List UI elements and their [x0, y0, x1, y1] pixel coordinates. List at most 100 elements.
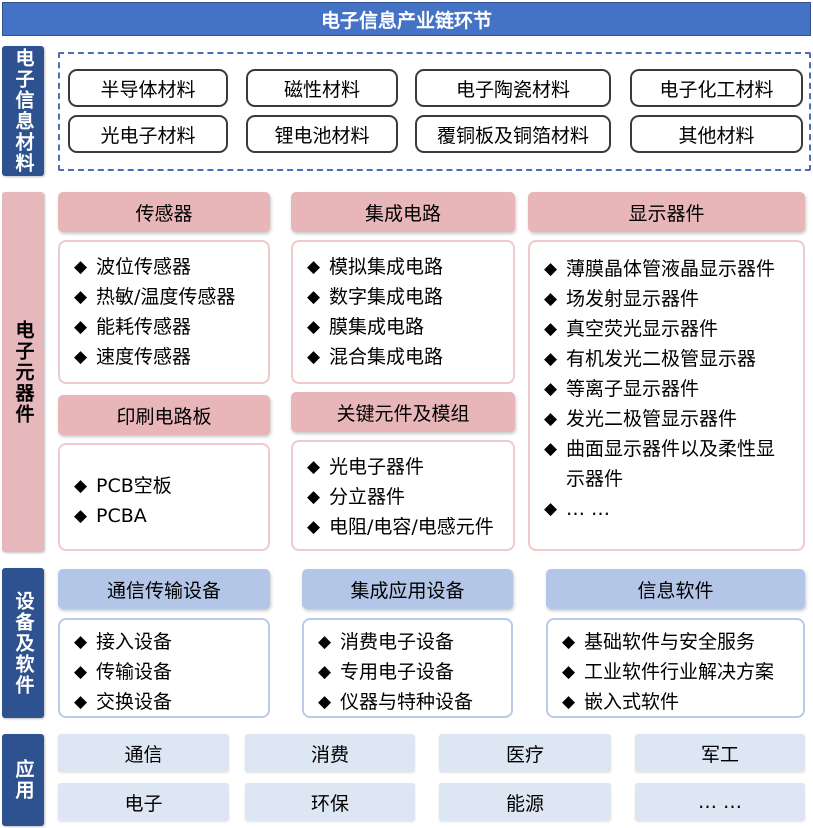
bullet-icon: ◆	[544, 349, 558, 369]
bullet-icon: ◆	[307, 317, 321, 337]
modules-header: 关键元件及模组	[291, 392, 515, 432]
bullet-icon: ◆	[74, 347, 88, 367]
application-item: … …	[635, 783, 805, 821]
list-item: ◆热敏/温度传感器	[74, 282, 268, 312]
list-item: ◆波位传感器	[74, 252, 268, 282]
pcb-header: 印刷电路板	[58, 395, 270, 435]
list-item: ◆速度传感器	[74, 342, 268, 372]
application-item: 医疗	[439, 734, 611, 772]
bullet-icon: ◆	[307, 457, 321, 477]
sensors-header: 传感器	[58, 192, 270, 232]
components-section-label: 电子元器件	[2, 192, 44, 552]
bullet-icon: ◆	[562, 692, 576, 712]
bullet-icon: ◆	[74, 692, 88, 712]
list-item: ◆电阻/电容/电感元件	[307, 512, 513, 542]
materials-frame	[58, 52, 811, 171]
list-item: ◆接入设备	[74, 627, 268, 657]
list-item: ◆工业软件行业解决方案	[562, 657, 803, 687]
bullet-icon: ◆	[307, 517, 321, 537]
bullet-icon: ◆	[562, 632, 576, 652]
comm-equipment-header: 通信传输设备	[58, 569, 270, 609]
bullet-icon: ◆	[544, 259, 558, 279]
list-item: ◆能耗传感器	[74, 312, 268, 342]
bullet-icon: ◆	[74, 476, 88, 496]
list-item: ◆有机发光二极管显示器	[544, 344, 803, 374]
equipment-section-label: 设备及软件	[2, 568, 44, 718]
components-label-text: 电子元器件	[12, 319, 35, 425]
bullet-icon: ◆	[74, 506, 88, 526]
materials-label-text: 电子信息材料	[12, 48, 35, 174]
bullet-icon: ◆	[544, 499, 558, 519]
application-item: 电子	[58, 783, 229, 821]
list-item: ◆混合集成电路	[307, 342, 513, 372]
application-item: 消费	[245, 734, 415, 772]
comm-equipment-list: ◆接入设备 ◆传输设备 ◆交换设备	[58, 618, 270, 718]
material-item: 电子化工材料	[630, 69, 803, 107]
modules-list: ◆光电子器件 ◆分立器件 ◆电阻/电容/电感元件	[291, 440, 515, 551]
bullet-icon: ◆	[74, 317, 88, 337]
pcb-list: ◆PCB空板 ◆PCBA	[58, 443, 270, 551]
sensors-list: ◆波位传感器 ◆热敏/温度传感器 ◆能耗传感器 ◆速度传感器	[58, 240, 270, 384]
list-item: ◆PCB空板	[74, 471, 268, 501]
material-item: 光电子材料	[68, 115, 228, 153]
applications-section-label: 应用	[2, 734, 44, 826]
application-item: 环保	[245, 783, 415, 821]
software-header: 信息软件	[546, 569, 805, 609]
material-item: 其他材料	[630, 115, 803, 153]
list-item: ◆数字集成电路	[307, 282, 513, 312]
diagram-title: 电子信息产业链环节	[2, 2, 811, 36]
bullet-icon: ◆	[74, 287, 88, 307]
material-item: 电子陶瓷材料	[415, 69, 611, 107]
app-equipment-list: ◆消费电子设备 ◆专用电子设备 ◆仪器与特种设备	[302, 618, 513, 718]
materials-section-label: 电子信息材料	[2, 46, 44, 176]
bullet-icon: ◆	[544, 409, 558, 429]
list-item: ◆消费电子设备	[318, 627, 511, 657]
list-item: ◆真空荧光显示器件	[544, 314, 803, 344]
list-item: ◆交换设备	[74, 687, 268, 717]
list-item: ◆专用电子设备	[318, 657, 511, 687]
ic-header: 集成电路	[291, 192, 515, 232]
applications-label-text: 应用	[12, 759, 35, 801]
display-header: 显示器件	[528, 192, 805, 232]
bullet-icon: ◆	[562, 662, 576, 682]
app-equipment-header: 集成应用设备	[302, 569, 513, 609]
bullet-icon: ◆	[307, 347, 321, 367]
bullet-icon: ◆	[307, 257, 321, 277]
bullet-icon: ◆	[318, 692, 332, 712]
material-item: 半导体材料	[68, 69, 228, 107]
list-item: ◆光电子器件	[307, 452, 513, 482]
application-item: 通信	[58, 734, 229, 772]
bullet-icon: ◆	[74, 632, 88, 652]
list-item: ◆曲面显示器件以及柔性显示器件	[544, 434, 803, 494]
software-list: ◆基础软件与安全服务 ◆工业软件行业解决方案 ◆嵌入式软件	[546, 618, 805, 718]
bullet-icon: ◆	[544, 319, 558, 339]
bullet-icon: ◆	[318, 662, 332, 682]
application-item: 军工	[635, 734, 805, 772]
list-item: ◆发光二极管显示器件	[544, 404, 803, 434]
ic-list: ◆模拟集成电路 ◆数字集成电路 ◆膜集成电路 ◆混合集成电路	[291, 240, 515, 384]
material-item: 覆铜板及铜箔材料	[415, 115, 611, 153]
list-item: ◆分立器件	[307, 482, 513, 512]
list-item: ◆模拟集成电路	[307, 252, 513, 282]
list-item: ◆场发射显示器件	[544, 284, 803, 314]
material-item: 磁性材料	[246, 69, 398, 107]
bullet-icon: ◆	[307, 287, 321, 307]
list-item: ◆… …	[544, 494, 803, 524]
list-item: ◆仪器与特种设备	[318, 687, 511, 717]
bullet-icon: ◆	[318, 632, 332, 652]
bullet-icon: ◆	[544, 439, 558, 459]
list-item: ◆传输设备	[74, 657, 268, 687]
bullet-icon: ◆	[544, 379, 558, 399]
bullet-icon: ◆	[544, 289, 558, 309]
bullet-icon: ◆	[74, 662, 88, 682]
application-item: 能源	[439, 783, 611, 821]
list-item: ◆PCBA	[74, 501, 268, 531]
display-list: ◆薄膜晶体管液晶显示器件 ◆场发射显示器件 ◆真空荧光显示器件 ◆有机发光二极管…	[528, 240, 805, 551]
equipment-label-text: 设备及软件	[12, 590, 35, 696]
list-item: ◆基础软件与安全服务	[562, 627, 803, 657]
list-item: ◆薄膜晶体管液晶显示器件	[544, 254, 803, 284]
list-item: ◆等离子显示器件	[544, 374, 803, 404]
material-item: 锂电池材料	[246, 115, 398, 153]
bullet-icon: ◆	[307, 487, 321, 507]
list-item: ◆嵌入式软件	[562, 687, 803, 717]
